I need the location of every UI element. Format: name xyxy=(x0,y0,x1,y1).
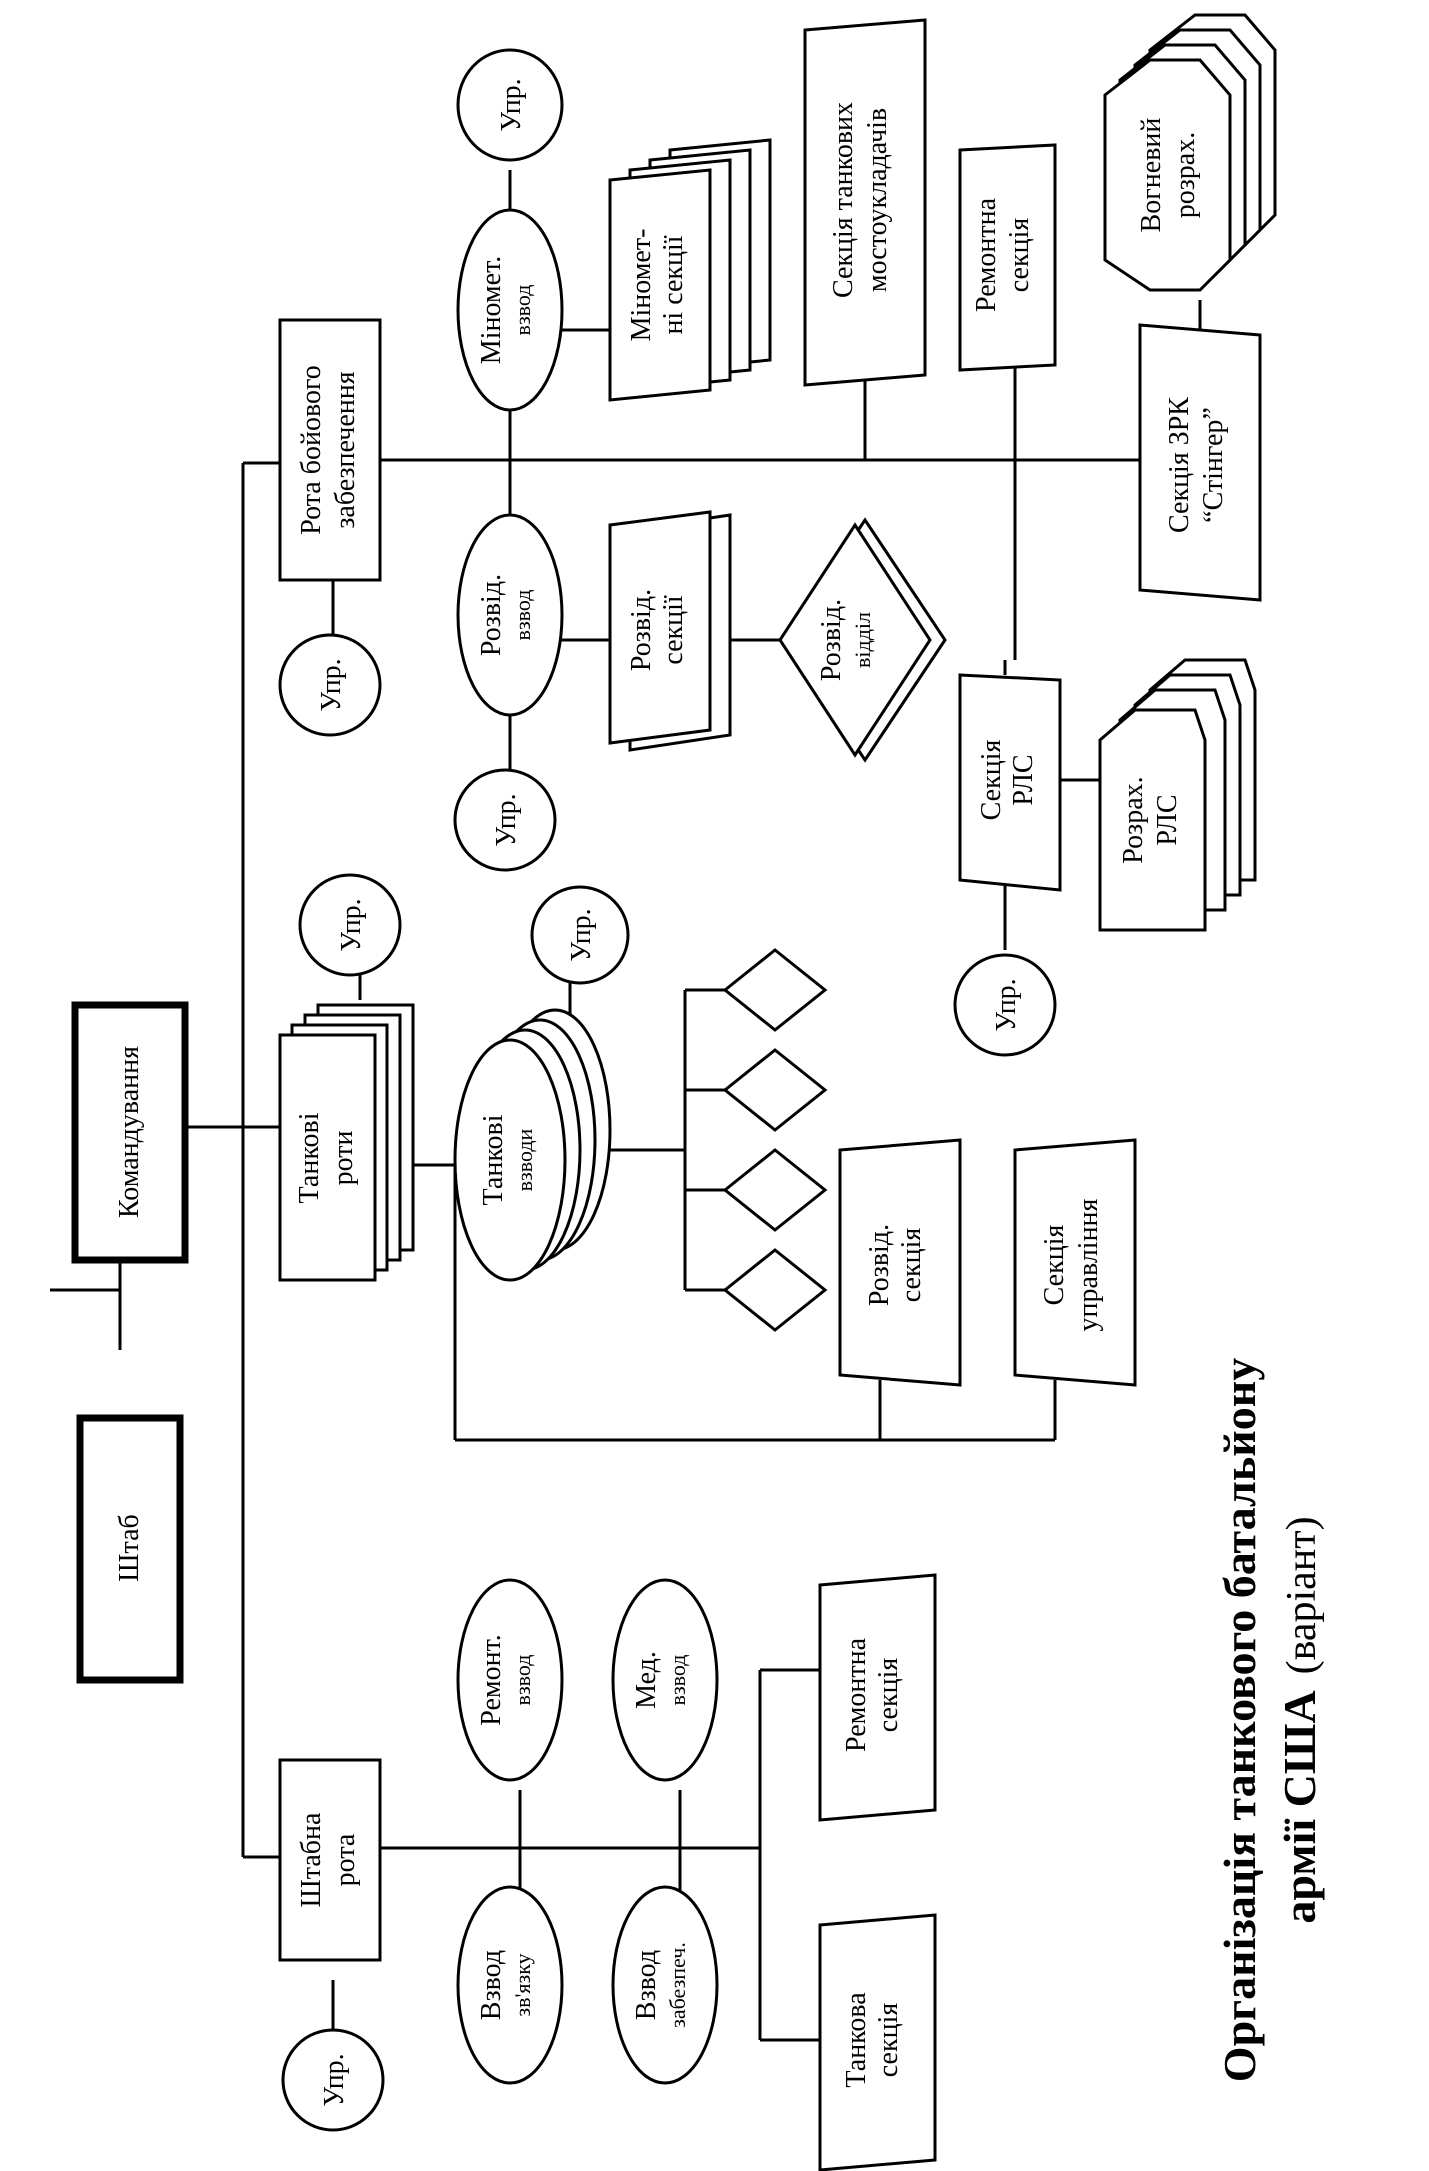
svg-text:взводи: взводи xyxy=(512,1128,537,1191)
svg-text:Упр.: Упр. xyxy=(491,793,522,846)
svg-text:Упр.: Упр. xyxy=(991,978,1022,1031)
svg-text:Командування: Командування xyxy=(114,1046,145,1218)
remontna-sektsiia-shtabna-box: Ремонтна секція xyxy=(818,1573,937,1822)
shtabna-rota-box: Штабна рота xyxy=(278,1758,382,1962)
shtab-box: Штаб xyxy=(76,1414,184,1684)
minometni-sektsii-stack: Міномет- ні секції xyxy=(608,138,772,402)
svg-text:мостоукладачів: мостоукладачів xyxy=(862,108,893,292)
upr-shtabna-circle: Упр. xyxy=(281,2028,385,2132)
svg-text:Упр.: Упр. xyxy=(319,2053,350,2106)
svg-text:Секція ЗРК: Секція ЗРК xyxy=(1164,397,1195,533)
svg-text:секції: секції xyxy=(658,595,689,665)
svg-text:Ремонтна: Ремонтна xyxy=(971,197,1002,312)
komanduvannia-box: Командування xyxy=(71,1001,189,1264)
svg-text:“Стінгер”: “Стінгер” xyxy=(1198,407,1229,523)
svg-text:Упр.: Упр. xyxy=(336,898,367,951)
sektsiia-upravlinnia-box: Секція управління xyxy=(1013,1138,1137,1387)
svg-text:Розрах.: Розрах. xyxy=(1118,776,1149,863)
tank-diamond-2 xyxy=(722,1048,828,1132)
svg-text:Упр.: Упр. xyxy=(496,78,527,131)
svg-text:секція: секція xyxy=(1004,218,1035,293)
sektsiia-zrk-box: Секція ЗРК “Стінгер” xyxy=(1138,323,1262,602)
tank-diamond-1 xyxy=(722,948,828,1032)
title-line-2: армії США (варіант) xyxy=(1274,1516,1325,1923)
svg-text:Штаб: Штаб xyxy=(114,1514,145,1582)
rota-boiovoho-box: Рота бойового забезпечення xyxy=(278,318,382,582)
svg-text:Секція танкових: Секція танкових xyxy=(828,102,859,298)
svg-text:Розвід.: Розвід. xyxy=(476,574,507,656)
svg-text:Секція: Секція xyxy=(976,740,1007,821)
svg-text:Танкові: Танкові xyxy=(294,1112,325,1203)
svg-text:Штабна: Штабна xyxy=(296,1812,327,1907)
svg-text:взвод: взвод xyxy=(510,590,535,641)
svg-text:Секція: Секція xyxy=(1039,1225,1070,1306)
tank-diamond-4 xyxy=(722,1248,828,1332)
tankovi-roty-stack: Танкові роти xyxy=(278,1003,415,1282)
title-line-1: Організація танкового батальйону xyxy=(1214,1358,1265,2082)
rozvid-vzvod-ellipse: Розвід. взвод xyxy=(456,513,564,717)
upr-minomet-circle: Упр. xyxy=(456,48,564,162)
svg-text:забезпеч.: забезпеч. xyxy=(665,1942,690,2028)
svg-text:управління: управління xyxy=(1073,1198,1104,1331)
svg-text:Взвод: Взвод xyxy=(631,1950,662,2020)
svg-text:секція: секція xyxy=(873,2003,904,2078)
upr-rota-boiovoho-circle: Упр. xyxy=(278,633,382,737)
rozrakh-rls-stack: Розрах. РЛС xyxy=(1098,658,1257,932)
svg-text:Танкові: Танкові xyxy=(478,1114,509,1205)
svg-text:рота: рота xyxy=(330,1833,361,1886)
svg-text:взвод: взвод xyxy=(510,1655,535,1706)
tank-diamonds xyxy=(722,948,828,1332)
svg-text:забезпечення: забезпечення xyxy=(330,371,361,528)
tankova-sektsiia-box: Танкова секція xyxy=(818,1913,937,2171)
remont-vzvod-ellipse: Ремонт. взвод xyxy=(456,1578,564,1782)
svg-text:Мед.: Мед. xyxy=(631,1651,662,1709)
upr-rls-circle: Упр. xyxy=(953,953,1057,1057)
svg-text:Танкова: Танкова xyxy=(841,1992,872,2088)
svg-text:взвод: взвод xyxy=(665,1655,690,1706)
svg-text:відділ: відділ xyxy=(850,612,875,668)
svg-text:РЛС: РЛС xyxy=(1008,754,1039,805)
rozvid-sektsiia-box: Розвід. секція xyxy=(838,1138,962,1387)
svg-text:Упр.: Упр. xyxy=(566,908,597,961)
svg-text:роти: роти xyxy=(328,1131,359,1186)
svg-text:зв'язку: зв'язку xyxy=(510,1953,535,2016)
svg-text:ні секції: ні секції xyxy=(658,235,689,334)
connector-lines xyxy=(50,170,1202,2042)
med-vzvod-ellipse: Мед. взвод xyxy=(611,1578,719,1782)
svg-text:Розвід.: Розвід. xyxy=(626,589,657,671)
diagram-title: Організація танкового батальйону армії С… xyxy=(1214,1358,1325,2082)
svg-text:Міномет-: Міномет- xyxy=(626,229,657,342)
remontna-sektsiia-box: Ремонтна секція xyxy=(958,143,1057,372)
svg-text:розрах.: розрах. xyxy=(1170,132,1201,219)
svg-text:Ремонт.: Ремонт. xyxy=(476,1634,507,1725)
sektsiia-rls-box: Секція РЛС xyxy=(958,673,1062,892)
tank-diamond-3 xyxy=(722,1148,828,1232)
sektsiia-tankovykh-box: Секція танкових мостоукладачів xyxy=(803,18,927,387)
svg-text:Розвід.: Розвід. xyxy=(864,1224,895,1306)
svg-text:секція: секція xyxy=(873,1658,904,1733)
svg-text:Рота бойового: Рота бойового xyxy=(296,365,327,535)
upr-tankovi-roty-circle: Упр. xyxy=(298,873,402,977)
svg-text:Розвід.: Розвід. xyxy=(816,599,847,681)
svg-text:Вогневий: Вогневий xyxy=(1136,118,1167,233)
title-line-2-normal: (варіант) xyxy=(1279,1516,1325,1674)
svg-text:секція: секція xyxy=(896,1228,927,1303)
minomet-vzvod-ellipse: Міномет. взвод xyxy=(456,208,564,412)
tankovi-vzvody-stack: Танкові взводи xyxy=(453,1008,612,1282)
svg-text:РЛС: РЛС xyxy=(1152,794,1183,845)
rozvid-sektsii-stack: Розвід. секції xyxy=(608,510,732,752)
upr-tankovi-vzvody-circle: Упр. xyxy=(530,885,630,985)
svg-text:Взвод: Взвод xyxy=(476,1950,507,2020)
vzvod-zvyazku-ellipse: Взвод зв'язку xyxy=(456,1885,564,2085)
title-line-2-bold: армії США xyxy=(1274,1690,1325,1923)
svg-text:Упр.: Упр. xyxy=(316,658,347,711)
vohnevyi-rozrakh-stack: Вогневий розрах. xyxy=(1103,13,1277,292)
upr-rozvid-vzvod-circle: Упр. xyxy=(453,768,557,872)
vzvod-zabezpech-ellipse: Взвод забезпеч. xyxy=(611,1885,719,2085)
rozvid-viddil-stack: Розвід. відділ xyxy=(778,517,947,763)
svg-text:Ремонтна: Ремонтна xyxy=(841,1637,872,1752)
svg-text:Міномет.: Міномет. xyxy=(476,256,507,364)
svg-text:взвод: взвод xyxy=(510,285,535,336)
